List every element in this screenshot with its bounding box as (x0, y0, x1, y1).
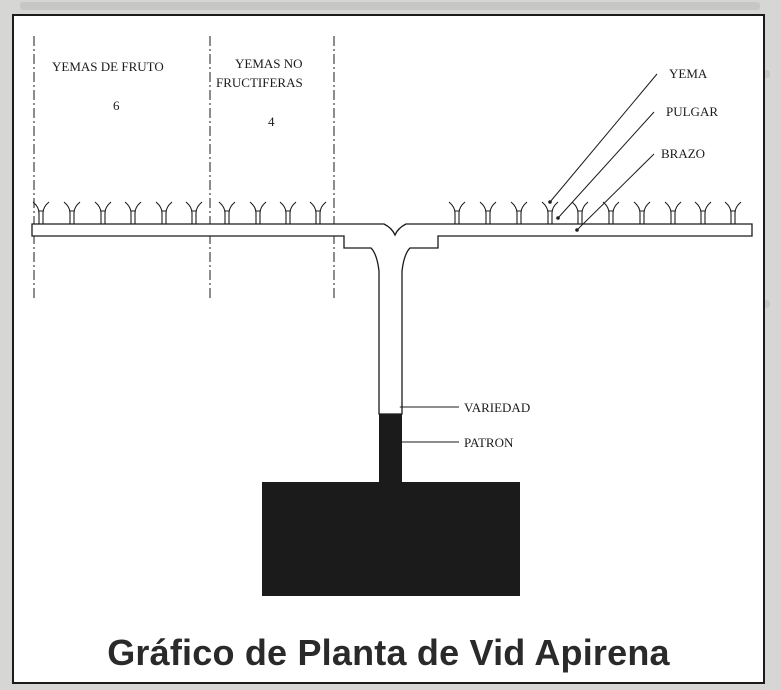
bud-right-9 (694, 201, 712, 224)
bud-left-10 (309, 201, 327, 224)
bud-left-9 (279, 201, 297, 224)
buds-left-group (32, 201, 327, 224)
label-yemas-no-line2: FRUCTIFERAS (216, 75, 303, 90)
bud-right-1 (448, 201, 466, 224)
label-pulgar: PULGAR (666, 104, 718, 119)
bud-left-6 (185, 201, 203, 224)
bud-left-8 (249, 201, 267, 224)
bud-left-7 (218, 201, 236, 224)
point-brazo (575, 228, 579, 232)
point-variedad (396, 405, 400, 409)
bud-right-5 (571, 201, 589, 224)
bud-right-3 (510, 201, 528, 224)
label-yemas-fruto-count: 6 (113, 98, 120, 113)
arm-trunk-outline (31, 223, 753, 415)
bud-left-3 (94, 201, 112, 224)
label-variedad: VARIEDAD (464, 400, 530, 415)
leader-yema (549, 73, 658, 203)
bud-right-7 (633, 201, 651, 224)
leader-brazo (576, 153, 655, 231)
bud-left-5 (155, 201, 173, 224)
vine-diagram: YEMAS DE FRUTO 6 YEMAS NO FRUCTIFERAS 4 … (31, 36, 753, 596)
point-yema (548, 200, 552, 204)
label-brazo: BRAZO (661, 146, 705, 161)
bud-left-1 (32, 201, 50, 224)
leader-pulgar (557, 111, 655, 219)
figure-caption: Gráfico de Planta de Vid Apirena (107, 632, 670, 673)
bud-left-2 (63, 201, 81, 224)
buds-right-group (448, 201, 742, 224)
label-yemas-no-count: 4 (268, 114, 275, 129)
bud-right-2 (479, 201, 497, 224)
bud-right-8 (664, 201, 682, 224)
label-patron: PATRON (464, 435, 514, 450)
diagram-card: YEMAS DE FRUTO 6 YEMAS NO FRUCTIFERAS 4 … (12, 14, 765, 684)
label-yema: YEMA (669, 66, 708, 81)
rootstock-patron (379, 414, 402, 484)
label-yemas-fruto: YEMAS DE FRUTO (52, 59, 164, 74)
bud-right-6 (602, 201, 620, 224)
bud-right-4 (541, 201, 559, 224)
point-pulgar (556, 216, 560, 220)
label-yemas-no-line1: YEMAS NO (235, 56, 303, 71)
soil-block (262, 482, 520, 596)
bud-right-10 (724, 201, 742, 224)
bud-left-4 (124, 201, 142, 224)
